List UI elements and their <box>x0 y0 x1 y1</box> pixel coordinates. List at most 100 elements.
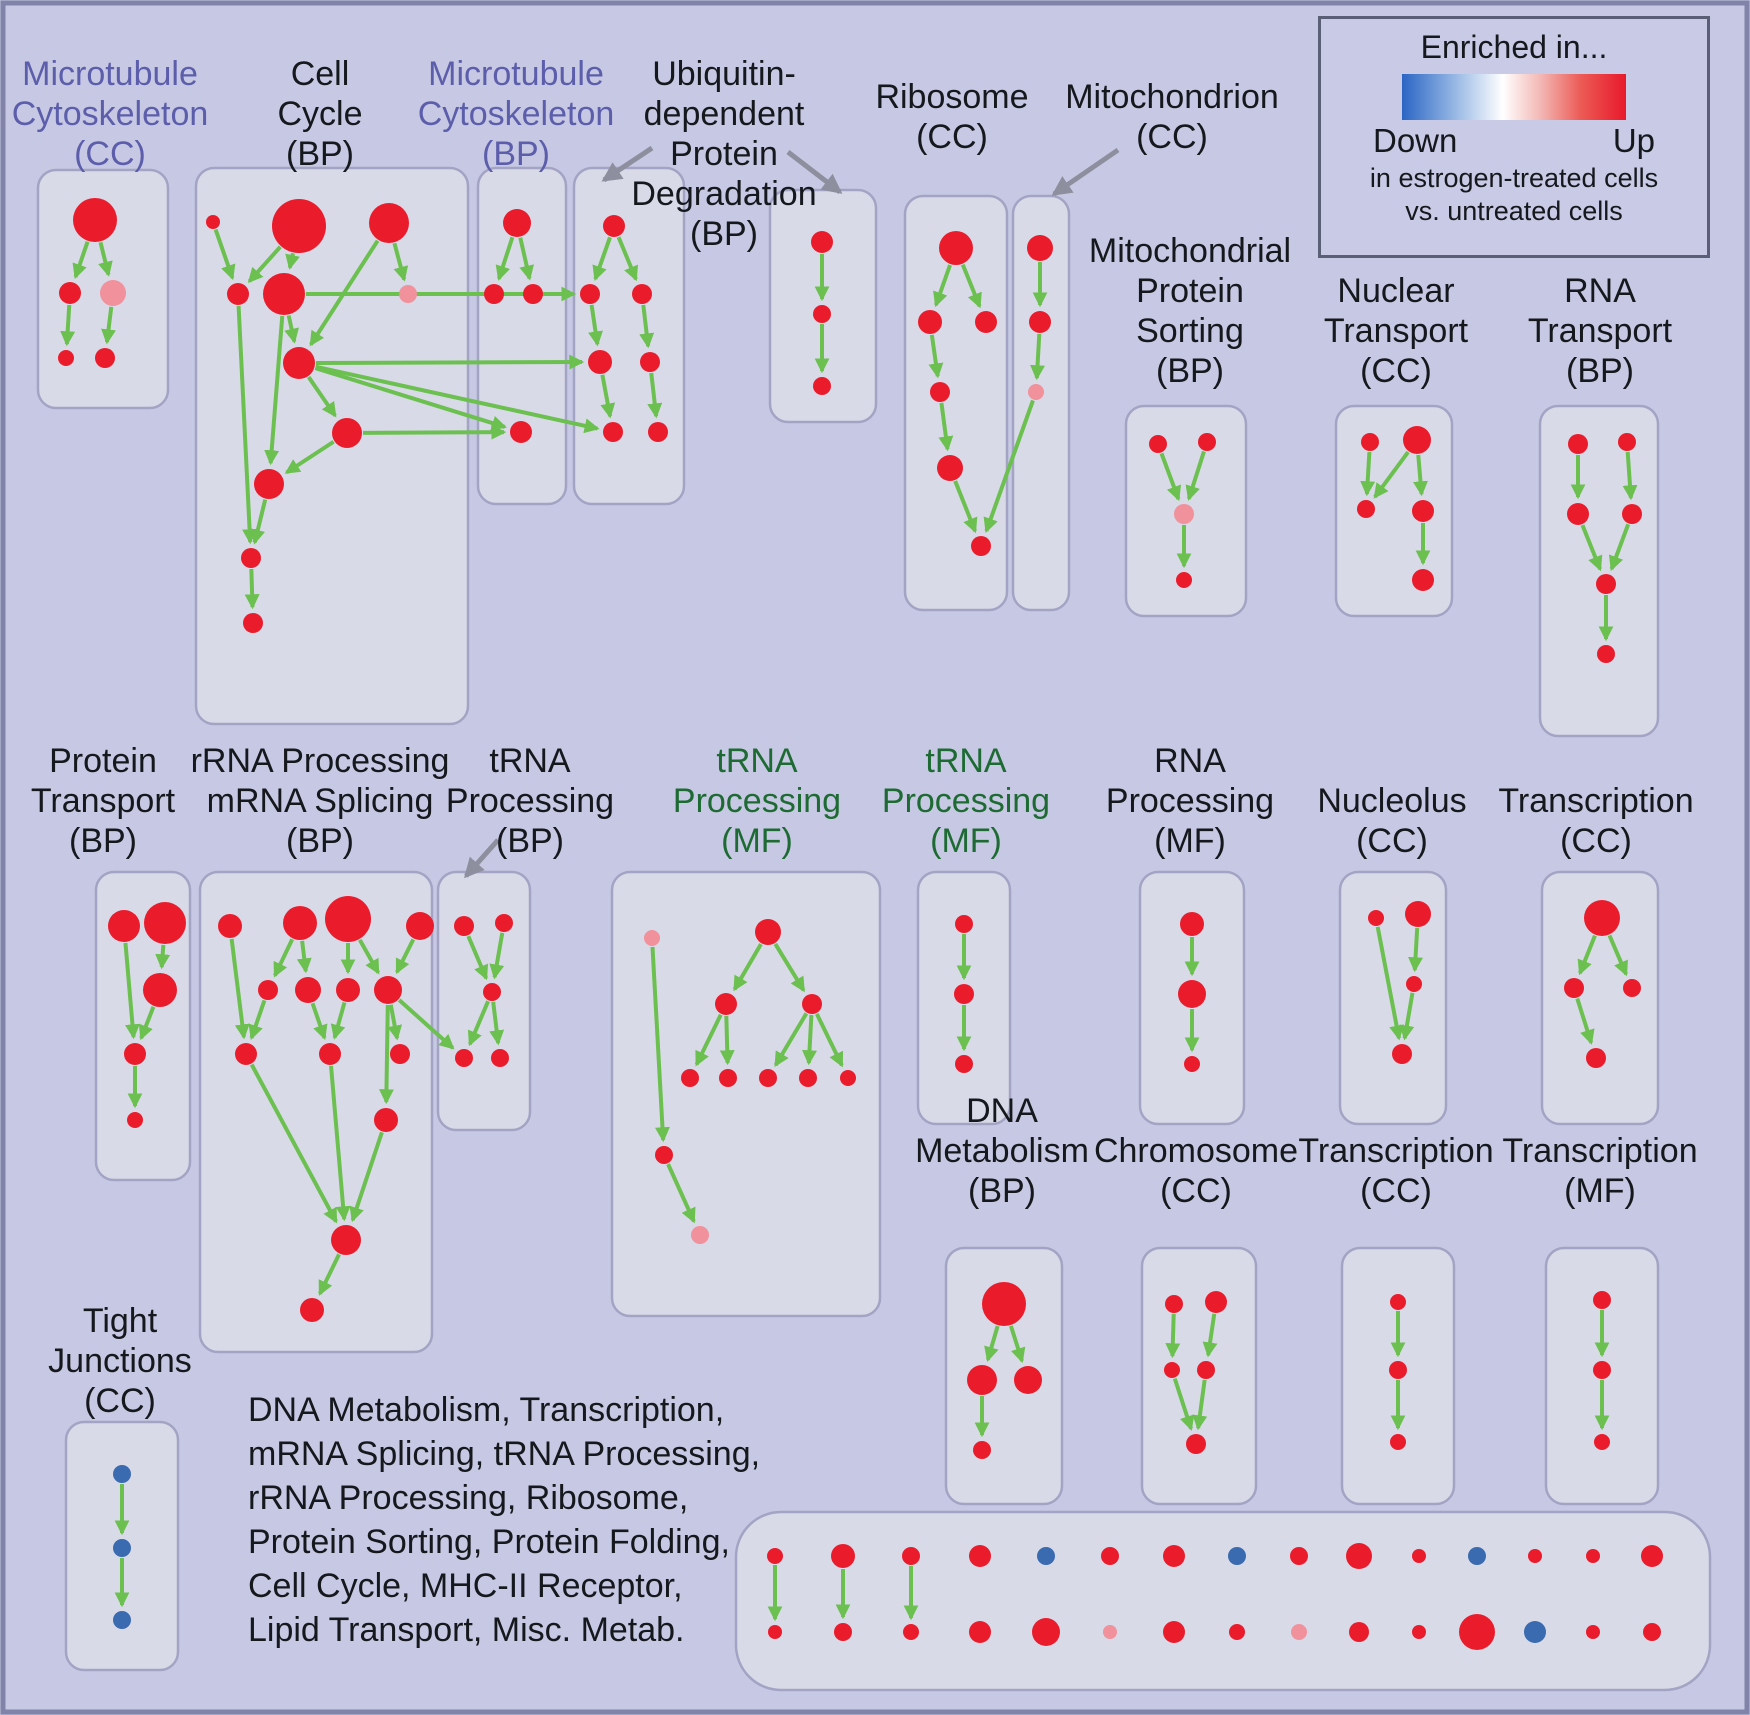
edge-arrow <box>650 946 670 1143</box>
group-label-trna-processing-mf-2: (MF) <box>930 822 1002 860</box>
edge-arrow <box>1413 454 1428 497</box>
edge-arrow <box>229 938 250 1040</box>
gene-node-red <box>1186 1434 1206 1454</box>
layer-boxes <box>36 166 1712 1692</box>
gene-node-red <box>1568 434 1588 454</box>
gene-node-red <box>1149 435 1167 453</box>
gene-node-red <box>243 613 263 633</box>
group-box-rna-transport-bp <box>1538 404 1660 738</box>
gene-node-red <box>1623 979 1641 997</box>
gene-node-red <box>1586 1625 1600 1639</box>
gene-node-red <box>1027 235 1053 261</box>
group-label-tight-junctions-cc: Junctions <box>48 1342 192 1380</box>
gene-node-red <box>336 978 360 1002</box>
group-label-microtubule-cytoskeleton-cc: Microtubule <box>22 55 198 93</box>
edge-arrow <box>1192 1379 1208 1431</box>
gene-node-red <box>902 1547 920 1565</box>
gene-node-red <box>254 469 284 499</box>
gene-node-red <box>206 215 220 229</box>
gene-node-red <box>955 915 973 933</box>
group-box-transcription-cc-1 <box>1540 870 1660 1126</box>
group-label-mitochondrial-protein-sorting: (BP) <box>1156 352 1224 390</box>
edge-arrow <box>284 440 335 475</box>
group-label-nuclear-transport-cc: (CC) <box>1360 352 1432 390</box>
gene-node-red <box>1564 978 1584 998</box>
edge-arrow <box>953 480 978 534</box>
group-label-ubiquitin-degradation: Degradation <box>631 175 816 213</box>
edge-arrow <box>802 1014 817 1066</box>
edge-arrow <box>72 241 90 280</box>
edge-arrow <box>773 1012 809 1068</box>
group-label-ubiquitin-degradation: (BP) <box>690 215 758 253</box>
gene-node-red <box>1586 1048 1606 1068</box>
gene-node-blue <box>1468 1547 1486 1565</box>
gene-node-red <box>300 1298 324 1322</box>
gene-node-red <box>258 980 278 1000</box>
gene-node-red <box>1290 1547 1308 1565</box>
edge-arrow <box>273 938 295 978</box>
gene-node-red <box>640 352 660 372</box>
group-label-transcription-cc-1: (CC) <box>1560 822 1632 860</box>
group-box-trna-processing-bp <box>436 870 532 1132</box>
gene-node-red <box>1392 1044 1412 1064</box>
gene-node-pink <box>1291 1624 1307 1640</box>
legend-subtitle-line2: vs. untreated cells <box>1405 196 1623 226</box>
gene-node-red <box>1618 433 1636 451</box>
gene-node-red <box>1412 1625 1426 1639</box>
group-label-rrna-processing-mrna-splicing: rRNA Processing <box>191 742 450 780</box>
group-label-trna-processing-mf-1: tRNA <box>716 742 798 780</box>
group-label-cell-cycle: Cell <box>291 55 350 93</box>
legend: Enriched in... Down Up in estrogen-treat… <box>1318 16 1710 258</box>
gene-node-red <box>325 896 371 942</box>
gene-node-red <box>1349 1622 1369 1642</box>
edge-arrow <box>349 1131 384 1223</box>
gene-node-red <box>982 1282 1026 1326</box>
group-label-microtubule-cytoskeleton-bp: Cytoskeleton <box>418 95 615 133</box>
group-label-transcription-cc-1: Transcription <box>1498 782 1693 820</box>
gene-node-red <box>272 199 326 253</box>
gene-node-red <box>834 1623 852 1641</box>
gene-node-red <box>1567 503 1589 525</box>
edge-arrow <box>1172 1377 1195 1431</box>
edge-arrow <box>467 1000 490 1047</box>
cross-edge-arrow <box>983 399 1035 534</box>
group-label-mitochondrion-cc: Mitochondrion <box>1065 78 1279 116</box>
cross-edge-arrow <box>314 366 507 431</box>
edge-arrow <box>318 1253 341 1296</box>
gene-node-red <box>1029 311 1051 333</box>
gene-node-red <box>811 231 833 253</box>
group-box-misc-cluster <box>734 1510 1712 1692</box>
cross-edge-arrow <box>362 424 507 440</box>
gene-node-red <box>603 215 625 237</box>
gene-node-red <box>1361 433 1379 451</box>
edge-arrow <box>1607 934 1628 977</box>
gene-node-red <box>374 976 402 1004</box>
gene-node-pink <box>100 280 126 306</box>
group-label-microtubule-cytoskeleton-cc: (CC) <box>74 135 146 173</box>
gene-node-red <box>58 350 74 366</box>
edge-arrow <box>960 263 982 309</box>
legend-down-label: Down <box>1373 122 1458 159</box>
gene-node-red <box>1390 1294 1406 1310</box>
gene-node-red <box>918 310 942 334</box>
edge-arrow <box>1608 523 1631 572</box>
group-box-rrna-processing-mrna-splicing <box>198 870 434 1354</box>
group-label-nucleolus-cc: (CC) <box>1356 822 1428 860</box>
gene-node-red <box>283 906 317 940</box>
gene-node-blue <box>113 1539 131 1557</box>
edge-arrow <box>392 242 409 282</box>
gene-node-red <box>1176 572 1192 588</box>
gene-node-pink <box>644 930 660 946</box>
edge-arrow <box>284 315 299 344</box>
gene-node-red <box>681 1069 699 1087</box>
gene-node-red <box>1180 912 1204 936</box>
gene-node-red <box>1459 1614 1495 1650</box>
group-label-rna-transport-bp: Transport <box>1528 312 1673 350</box>
gene-node-red <box>1597 645 1615 663</box>
group-label-microtubule-cytoskeleton-bp: (BP) <box>482 135 550 173</box>
edge-arrow <box>466 935 489 981</box>
edge-arrow <box>719 1015 735 1066</box>
gene-node-red <box>218 914 242 938</box>
gene-node-red <box>331 1225 361 1255</box>
gene-node-red <box>969 1621 991 1643</box>
